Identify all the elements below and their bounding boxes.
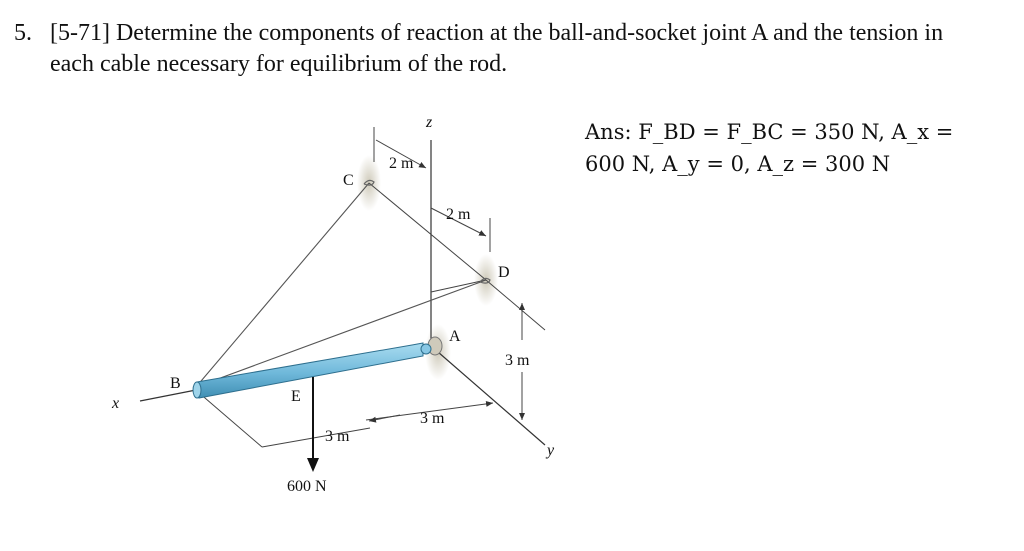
y-axis — [437, 351, 546, 446]
ring-c — [363, 179, 375, 186]
label-b: B — [170, 375, 181, 392]
problem-number: 5. — [14, 20, 32, 46]
label-x: x — [111, 395, 119, 412]
label-dim-2m-top: 2 m — [389, 155, 414, 172]
dim-2m-mid-line — [430, 207, 487, 237]
label-z: z — [425, 114, 433, 131]
label-c: C — [343, 172, 354, 189]
guide-bottom — [261, 427, 371, 448]
answer-line-1: Ans: F_BD = F_BC = 350 N, A_x = — [585, 120, 954, 144]
force-arrowhead — [307, 458, 319, 472]
problem-statement: 5. [5-71] Determine the components of rea… — [14, 18, 1004, 80]
guide-e-left — [197, 391, 263, 448]
dim-3m-right-tail — [368, 414, 401, 423]
rod-end-b — [192, 381, 202, 399]
problem-line-1: 5. [5-71] Determine the components of rea… — [14, 18, 1004, 49]
x-axis — [139, 389, 197, 402]
answer-block: Ans: F_BD = F_BC = 350 N, A_x = 600 N, A… — [585, 116, 953, 180]
cable-bc — [195, 182, 370, 388]
label-dim-3m-left: 3 m — [325, 428, 350, 445]
guide-c-to-d — [368, 182, 487, 281]
label-dim-2m-mid: 2 m — [446, 206, 471, 223]
label-dim-3m-right: 3 m — [420, 410, 445, 427]
problem-text-1: [5-71] Determine the components of react… — [50, 20, 944, 46]
rod — [196, 342, 424, 399]
label-dim-3m-vert: 3 m — [505, 352, 530, 369]
guide-a-to-d-plane — [430, 279, 487, 293]
label-force: 600 N — [287, 478, 327, 495]
answer-line-2: 600 N, A_y = 0, A_z = 300 N — [585, 152, 891, 176]
label-y: y — [545, 442, 555, 459]
problem-line-2: each cable necessary for equilibrium of … — [50, 51, 508, 77]
dim-2m-top-line — [375, 139, 427, 169]
guide-d-down — [485, 279, 546, 331]
label-a: A — [449, 328, 461, 345]
cable-bd — [195, 279, 487, 388]
ring-d — [479, 277, 491, 284]
label-e: E — [291, 388, 301, 405]
label-d: D — [498, 264, 510, 281]
ball-a — [420, 343, 432, 355]
